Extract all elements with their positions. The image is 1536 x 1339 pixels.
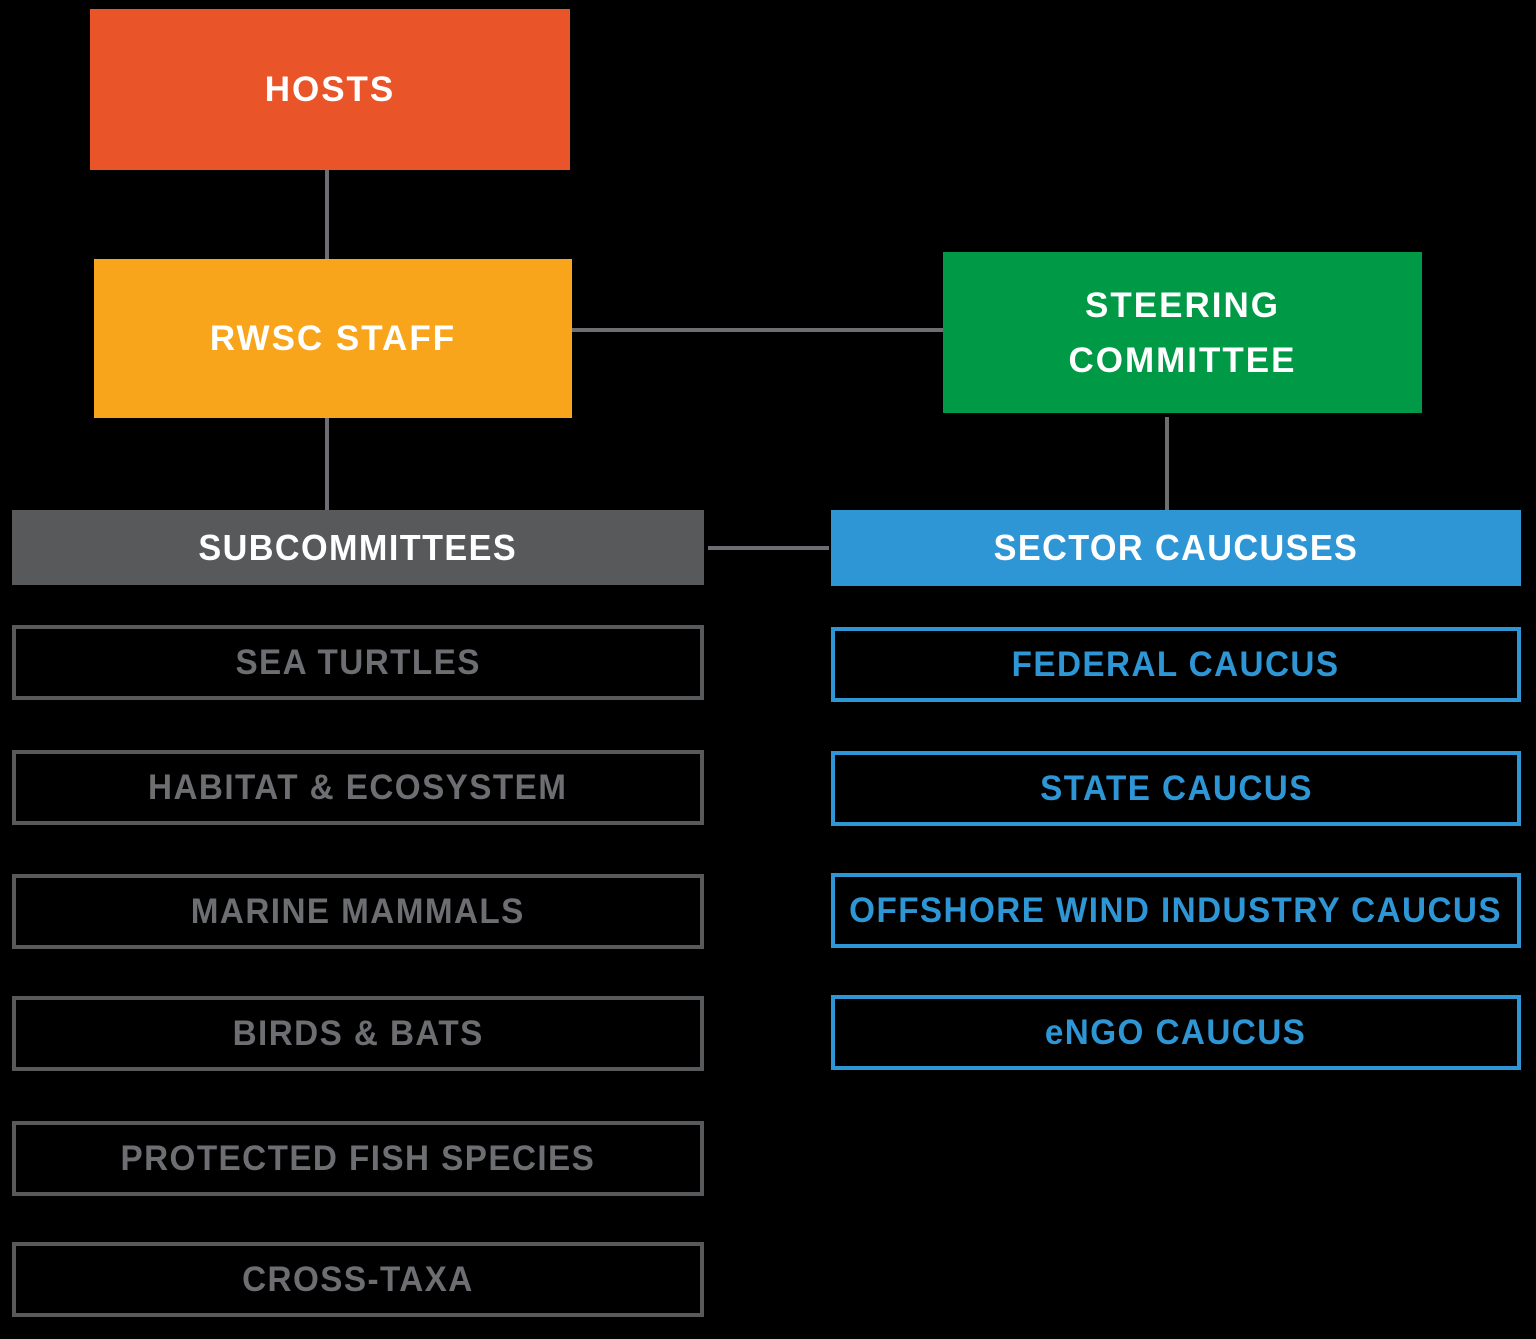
subcommittee-item-birds-bats: BIRDS & BATS: [12, 996, 704, 1071]
subcommittee-item-label: PROTECTED FISH SPECIES: [120, 1138, 596, 1178]
subcommittee-item-cross-taxa: CROSS-TAXA: [12, 1242, 704, 1317]
steering-committee-label-line2: COMMITTEE: [1068, 340, 1297, 380]
sector-caucus-item-label: OFFSHORE WIND INDUSTRY CAUCUS: [849, 890, 1503, 930]
subcommittees-header: SUBCOMMITTEES: [12, 510, 704, 585]
sector-caucus-item-engo: eNGO CAUCUS: [831, 995, 1521, 1070]
rwsc-staff-label: RWSC STAFF: [209, 318, 457, 358]
sector-caucus-item-label: eNGO CAUCUS: [1045, 1012, 1307, 1052]
connector-steering-committee-to-sector-caucuses: [1165, 417, 1169, 510]
steering-committee-label-line1: STEERING: [1085, 285, 1280, 325]
sector-caucuses-header: SECTOR CAUCUSES: [831, 510, 1521, 586]
sector-caucuses-header-label: SECTOR CAUCUSES: [993, 527, 1359, 568]
rwsc-staff-box: RWSC STAFF: [94, 259, 572, 418]
hosts-box: HOSTS: [90, 9, 570, 170]
connector-hosts-to-rwsc-staff: [325, 170, 329, 259]
subcommittee-item-label: BIRDS & BATS: [232, 1013, 484, 1053]
sector-caucus-item-label: STATE CAUCUS: [1039, 768, 1313, 808]
steering-committee-label: STEERING COMMITTEE: [1069, 278, 1297, 388]
sector-caucus-item-state: STATE CAUCUS: [831, 751, 1521, 826]
sector-caucus-item-offshore-wind-industry: OFFSHORE WIND INDUSTRY CAUCUS: [831, 873, 1521, 948]
subcommittee-item-label: HABITAT & ECOSYSTEM: [148, 767, 568, 807]
sector-caucus-item-label: FEDERAL CAUCUS: [1012, 644, 1340, 684]
hosts-label: HOSTS: [264, 69, 396, 109]
subcommittee-item-protected-fish-species: PROTECTED FISH SPECIES: [12, 1121, 704, 1196]
sector-caucus-item-federal: FEDERAL CAUCUS: [831, 627, 1521, 702]
subcommittee-item-habitat-ecosystem: HABITAT & ECOSYSTEM: [12, 750, 704, 825]
subcommittee-item-label: SEA TURTLES: [235, 642, 481, 682]
connector-rwsc-staff-to-subcommittees: [325, 418, 329, 510]
subcommittees-header-label: SUBCOMMITTEES: [198, 526, 518, 568]
connector-rwsc-staff-to-steering-committee: [572, 328, 943, 332]
steering-committee-box: STEERING COMMITTEE: [943, 252, 1422, 413]
subcommittee-item-marine-mammals: MARINE MAMMALS: [12, 874, 704, 949]
subcommittee-item-label: CROSS-TAXA: [242, 1259, 474, 1299]
subcommittee-item-label: MARINE MAMMALS: [191, 891, 525, 931]
subcommittee-item-sea-turtles: SEA TURTLES: [12, 625, 704, 700]
connector-subcommittees-to-sector-caucuses: [708, 546, 829, 550]
